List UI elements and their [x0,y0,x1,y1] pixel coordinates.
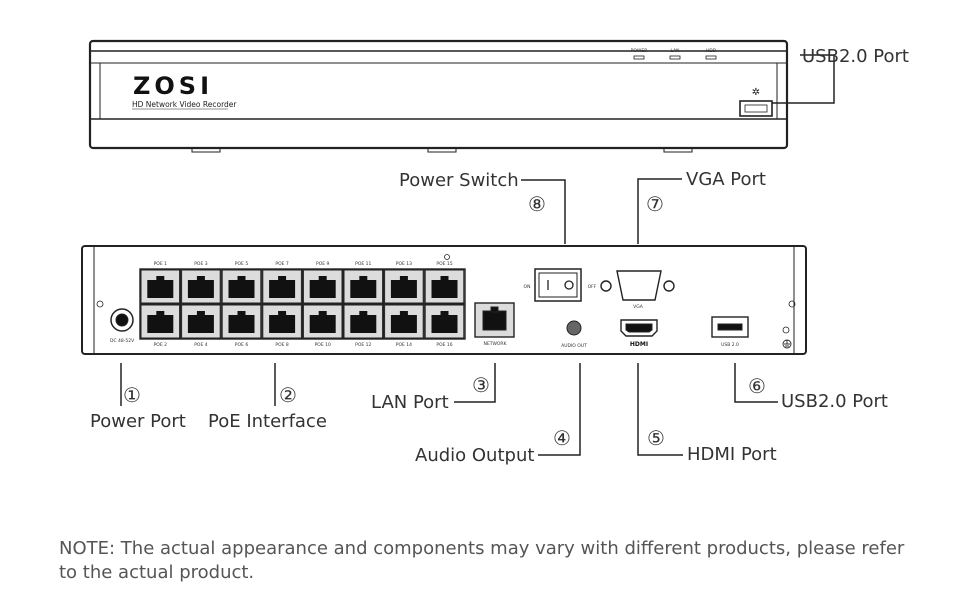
poe-bottom-label: POE 4 [194,342,208,348]
poe-port-bottom [302,304,343,339]
network-port [474,302,515,338]
poe-top-label: POE 7 [275,261,289,267]
poe-top-label: POE 3 [194,261,208,267]
callout-hdmi-port: HDMI Port [687,444,777,465]
callout-number-4: ④ [553,426,571,450]
poe-port-bottom [384,304,424,339]
led-label-hdd: HDD [706,48,717,54]
poe-port-bottom [140,304,181,339]
ground-icon [782,339,792,349]
poe-port-bottom [221,304,262,339]
poe-top-label: POE 1 [154,261,168,267]
callout-poe-interface: PoE Interface [208,411,327,432]
poe-bottom-label: POE 10 [315,342,331,348]
poe-bottom-label: POE 2 [154,342,168,348]
dc-label: DC 48-52V [110,338,135,344]
switch-off-label: OFF [588,284,597,290]
poe-bottom-label: POE 12 [355,342,371,348]
poe-port-bottom [181,304,221,339]
poe-port-top [384,269,424,304]
callout-power-switch: Power Switch [399,170,519,191]
poe-bottom-label: POE 16 [436,342,452,348]
poe-top-label: POE 11 [355,261,371,267]
poe-port-top [221,269,262,304]
hdmi-port [620,319,658,337]
poe-port-top [140,269,181,304]
callout-audio-output: Audio Output [415,445,534,466]
usb-symbol-icon: ✲ [752,87,760,98]
switch-on-label: ON [524,284,531,290]
poe-port-top [302,269,343,304]
vga-label: VGA [633,304,644,310]
poe-port-bottom [424,304,465,339]
callout-lan-port: LAN Port [371,392,449,413]
network-label: NETWORK [483,341,507,347]
poe-port-top [343,269,384,304]
usb-rear-label: USB 2.0 [721,342,739,348]
led-label-lan: LAN [670,48,679,54]
front-panel [88,39,789,153]
callout-number-5: ⑤ [647,426,665,450]
poe-port-grid: POE 1 POE 3 POE 5 POE 7 POE 9 POE 11 POE 13 POE… [140,261,465,348]
poe-bottom-label: POE 8 [275,342,289,348]
disclaimer-note: NOTE: The actual appearance and componen… [59,538,905,583]
poe-top-label: POE 5 [235,261,249,267]
poe-top-label: POE 9 [316,261,330,267]
audio-out-label: AUDIO OUT [561,343,587,349]
callout-lines [120,178,778,456]
callout-number-1: ① [123,383,141,407]
callout-usb-rear: USB2.0 Port [781,391,888,412]
led-label-power: POWER [631,48,648,54]
poe-port-bottom [343,304,384,339]
poe-port-bottom [262,304,302,339]
usb-rear-port [711,316,749,338]
poe-port-top [262,269,302,304]
callout-number-8: ⑧ [528,192,546,216]
poe-port-top [424,269,465,304]
poe-bottom-label: POE 6 [235,342,249,348]
callout-number-7: ⑦ [646,192,664,216]
power-switch [534,268,582,302]
callout-number-3: ③ [472,373,490,397]
callout-number-6: ⑥ [748,374,766,398]
hdmi-label: HDMI [630,341,648,348]
poe-top-label: POE 13 [396,261,412,267]
poe-top-label: POE 15 [436,261,452,267]
callout-usb-front: USB2.0 Port [802,46,909,67]
callout-vga-port: VGA Port [686,169,766,190]
audio-out-jack [566,320,582,336]
vga-port [600,270,675,301]
poe-port-top [181,269,221,304]
brand-subtitle: HD Network Video Recorder [132,100,237,109]
callout-power-port: Power Port [90,411,186,432]
poe-bottom-label: POE 14 [396,342,412,348]
callout-number-2: ② [279,383,297,407]
brand-logo: ZOSI [133,72,213,100]
